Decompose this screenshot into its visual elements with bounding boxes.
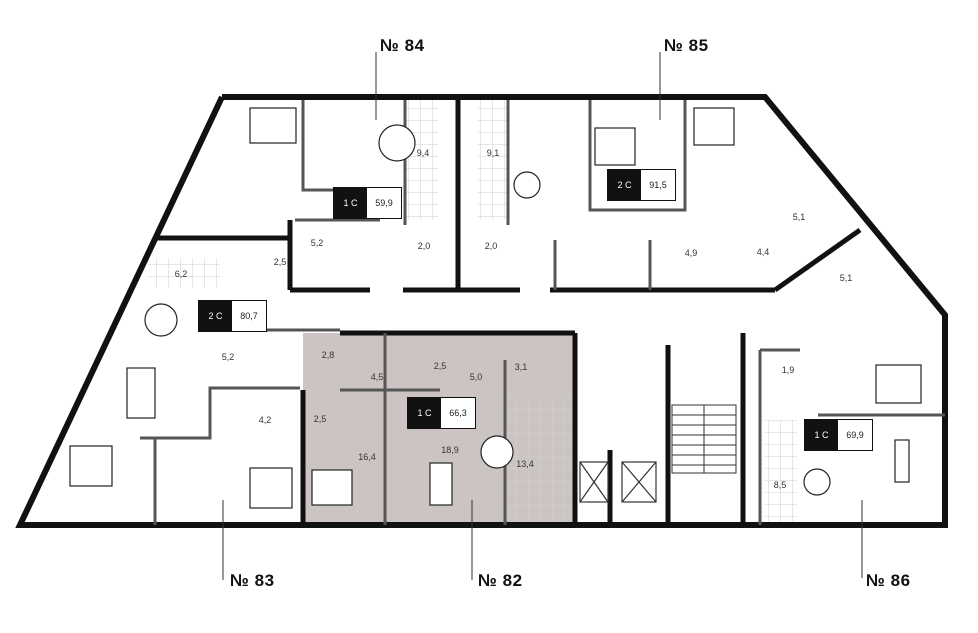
room-area: 5,2 xyxy=(310,238,324,248)
room-area: 4,4 xyxy=(756,247,770,257)
kitchen-tile-85 xyxy=(478,100,508,220)
apartment-number-84: № 84 xyxy=(380,36,425,55)
apartment-type: 1 С xyxy=(408,398,441,428)
apartment-badge-85[interactable]: 2 С 91,5 xyxy=(607,169,676,201)
room-area: 5,0 xyxy=(469,372,483,382)
apartment-type: 1 С xyxy=(805,420,838,450)
elevators xyxy=(579,461,657,503)
room-area: 4,9 xyxy=(684,248,698,258)
room-area: 4,2 xyxy=(258,415,272,425)
apartment-area: 66,3 xyxy=(449,408,467,418)
apartment-number-83: № 83 xyxy=(230,571,275,590)
apartment-number-82: № 82 xyxy=(478,571,523,590)
apartment-badge-83[interactable]: 2 С 80,7 xyxy=(198,300,267,332)
room-area: 2,8 xyxy=(321,350,335,360)
kitchen-tile-86 xyxy=(765,420,797,523)
room-area: 2,5 xyxy=(313,414,327,424)
apartment-badge-82[interactable]: 1 С 66,3 xyxy=(407,397,476,429)
room-area: 8,5 xyxy=(773,480,787,490)
furniture xyxy=(69,107,922,509)
apartment-area: 69,9 xyxy=(846,430,864,440)
room-area: 2,5 xyxy=(273,257,287,267)
room-area: 9,4 xyxy=(416,148,430,158)
apartment-type: 2 С xyxy=(199,301,232,331)
apartment-type: 2 С xyxy=(608,170,641,200)
room-area: 9,1 xyxy=(486,148,500,158)
room-area: 1,9 xyxy=(781,365,795,375)
kitchen-tile-83 xyxy=(148,258,220,288)
apartment-number-85: № 85 xyxy=(664,36,709,55)
staircase xyxy=(671,404,737,474)
apartment-area: 59,9 xyxy=(375,198,393,208)
room-area: 3,1 xyxy=(514,362,528,372)
kitchen-tile-82 xyxy=(503,395,573,523)
leader-lines xyxy=(222,52,863,580)
inner-walls xyxy=(155,97,862,525)
room-area: 6,2 xyxy=(174,269,188,279)
room-area: 2,0 xyxy=(417,241,431,251)
apartment-type: 1 С xyxy=(334,188,367,218)
room-area: 13,4 xyxy=(516,459,534,469)
room-area: 2,0 xyxy=(484,241,498,251)
room-area: 16,4 xyxy=(358,452,376,462)
apartment-number-86: № 86 xyxy=(866,571,911,590)
room-area: 5,2 xyxy=(221,352,235,362)
apartment-area: 80,7 xyxy=(240,311,258,321)
apartment-badge-84[interactable]: 1 С 59,9 xyxy=(333,187,402,219)
outer-walls xyxy=(15,94,948,528)
apartment-area: 91,5 xyxy=(649,180,667,190)
room-area: 5,1 xyxy=(792,212,806,222)
room-area: 4,5 xyxy=(370,372,384,382)
apartment-badge-86[interactable]: 1 С 69,9 xyxy=(804,419,873,451)
room-area: 5,1 xyxy=(839,273,853,283)
kitchen-tile-84 xyxy=(405,100,438,220)
room-area: 2,5 xyxy=(433,361,447,371)
room-area: 18,9 xyxy=(441,445,459,455)
partitions xyxy=(140,100,945,525)
